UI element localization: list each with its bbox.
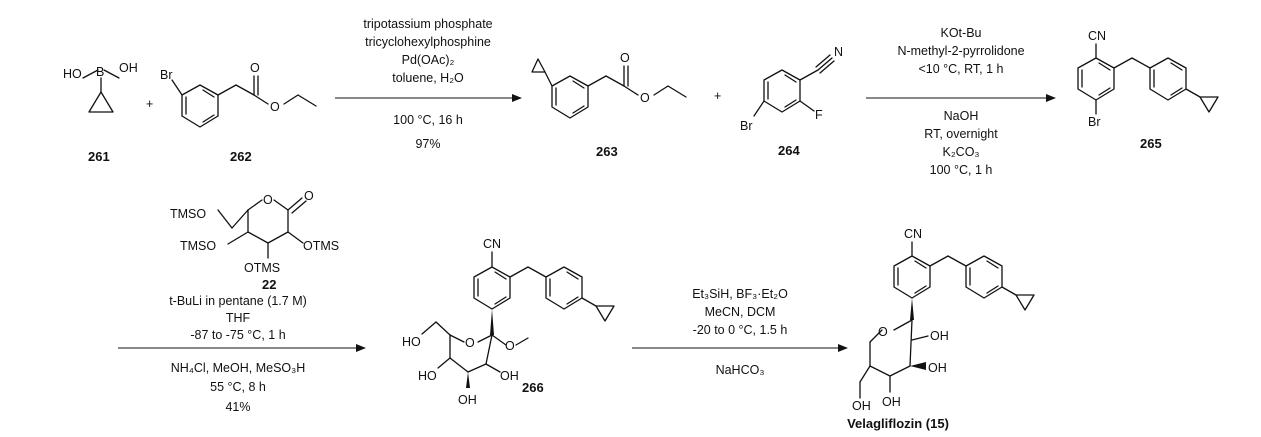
compound-label: 262 bbox=[230, 149, 252, 164]
atom-cn: CN bbox=[1088, 29, 1106, 43]
atom-o: O bbox=[620, 51, 630, 65]
condition-text: 55 °C, 8 h bbox=[210, 380, 266, 394]
atom-br: Br bbox=[1088, 115, 1101, 129]
condition-text: K₂CO₃ bbox=[942, 145, 979, 159]
reaction-arrow-4 bbox=[632, 344, 848, 352]
condition-text: N-methyl-2-pyrrolidone bbox=[897, 44, 1024, 58]
condition-text: KOt-Bu bbox=[941, 26, 982, 40]
atom-oh: OH bbox=[119, 61, 138, 75]
atom-o: O bbox=[270, 100, 280, 114]
condition-text: RT, overnight bbox=[924, 127, 998, 141]
compound-label: 264 bbox=[778, 143, 800, 158]
conditions-step3: t-BuLi in pentane (1.7 M) THF -87 to -75… bbox=[169, 294, 307, 414]
atom-br: Br bbox=[160, 68, 173, 82]
condition-text: Pd(OAc)₂ bbox=[402, 53, 455, 67]
condition-text: toluene, H₂O bbox=[392, 71, 464, 85]
atom-oh: OH bbox=[852, 399, 871, 413]
atom-f: F bbox=[815, 108, 823, 122]
conditions-step4: Et₃SiH, BF₃·Et₂O MeCN, DCM -20 to 0 °C, … bbox=[692, 287, 788, 377]
atom-tmso: TMSO bbox=[170, 207, 206, 221]
atom-oh: OH bbox=[928, 361, 947, 375]
atom-o-ring: O bbox=[263, 193, 273, 207]
compound-label: 266 bbox=[522, 380, 544, 395]
atom-o-methoxy: O bbox=[505, 339, 515, 353]
condition-text: MeCN, DCM bbox=[705, 305, 776, 319]
condition-text: 41% bbox=[225, 400, 250, 414]
condition-text: Et₃SiH, BF₃·Et₂O bbox=[692, 287, 788, 301]
compound-263: O O 263 bbox=[531, 51, 687, 159]
condition-text: <10 °C, RT, 1 h bbox=[918, 62, 1003, 76]
conditions-step1: tripotassium phosphate tricyclohexylphos… bbox=[363, 17, 492, 151]
condition-text: t-BuLi in pentane (1.7 M) bbox=[169, 294, 307, 308]
atom-br: Br bbox=[740, 119, 753, 133]
atom-cn: CN bbox=[483, 237, 501, 251]
atom-oh: OH bbox=[882, 395, 901, 409]
compound-label: Velagliflozin (15) bbox=[847, 416, 949, 431]
atom-tmso: TMSO bbox=[180, 239, 216, 253]
reaction-arrow-1 bbox=[335, 94, 522, 102]
condition-text: tripotassium phosphate bbox=[363, 17, 492, 31]
atom-b: B bbox=[96, 65, 104, 79]
compound-261: HO B OH 261 bbox=[63, 61, 138, 164]
atom-otms: OTMS bbox=[303, 239, 339, 253]
compound-22: TMSO O O TMSO OTMS OTMS 22 bbox=[170, 189, 339, 292]
condition-text: NH₄Cl, MeOH, MeSO₃H bbox=[171, 361, 306, 375]
condition-text: NaOH bbox=[944, 109, 979, 123]
compound-264: N Br F 264 bbox=[740, 45, 843, 158]
condition-text: NaHCO₃ bbox=[716, 363, 765, 377]
compound-262: Br O O 262 bbox=[160, 61, 317, 164]
atom-ho: HO bbox=[63, 67, 82, 81]
atom-ho: HO bbox=[402, 335, 421, 349]
atom-oh: OH bbox=[458, 393, 477, 407]
condition-text: -87 to -75 °C, 1 h bbox=[190, 328, 285, 342]
compound-label: 265 bbox=[1140, 136, 1162, 151]
atom-n: N bbox=[834, 45, 843, 59]
reaction-arrow-2 bbox=[866, 94, 1056, 102]
atom-otms: OTMS bbox=[244, 261, 280, 275]
compound-label: 263 bbox=[596, 144, 618, 159]
atom-oh: OH bbox=[500, 369, 519, 383]
condition-text: 100 °C, 16 h bbox=[393, 113, 463, 127]
atom-o-ring: O bbox=[465, 336, 475, 350]
atom-o: O bbox=[640, 91, 650, 105]
conditions-step2: KOt-Bu N-methyl-2-pyrrolidone <10 °C, RT… bbox=[897, 26, 1024, 177]
compound-15: O CN OH OH OH OH Velagliflozin (15) bbox=[847, 227, 1035, 431]
compound-266: HO O O CN HO OH OH 266 bbox=[402, 237, 615, 407]
condition-text: 100 °C, 1 h bbox=[930, 163, 993, 177]
reaction-arrow-3 bbox=[118, 344, 366, 352]
atom-cn: CN bbox=[904, 227, 922, 241]
plus-sign: + bbox=[714, 89, 721, 103]
compound-label: 261 bbox=[88, 149, 110, 164]
atom-o-ring: O bbox=[878, 325, 888, 339]
condition-text: 97% bbox=[415, 137, 440, 151]
compound-label: 22 bbox=[262, 277, 276, 292]
condition-text: -20 to 0 °C, 1.5 h bbox=[693, 323, 788, 337]
plus-sign: + bbox=[146, 97, 153, 111]
condition-text: THF bbox=[226, 311, 251, 325]
atom-ho: HO bbox=[418, 369, 437, 383]
atom-o-carbonyl: O bbox=[304, 189, 314, 203]
condition-text: tricyclohexylphosphine bbox=[365, 35, 491, 49]
compound-265: CN Br 265 bbox=[1077, 29, 1219, 151]
atom-o: O bbox=[250, 61, 260, 75]
atom-oh: OH bbox=[930, 329, 949, 343]
